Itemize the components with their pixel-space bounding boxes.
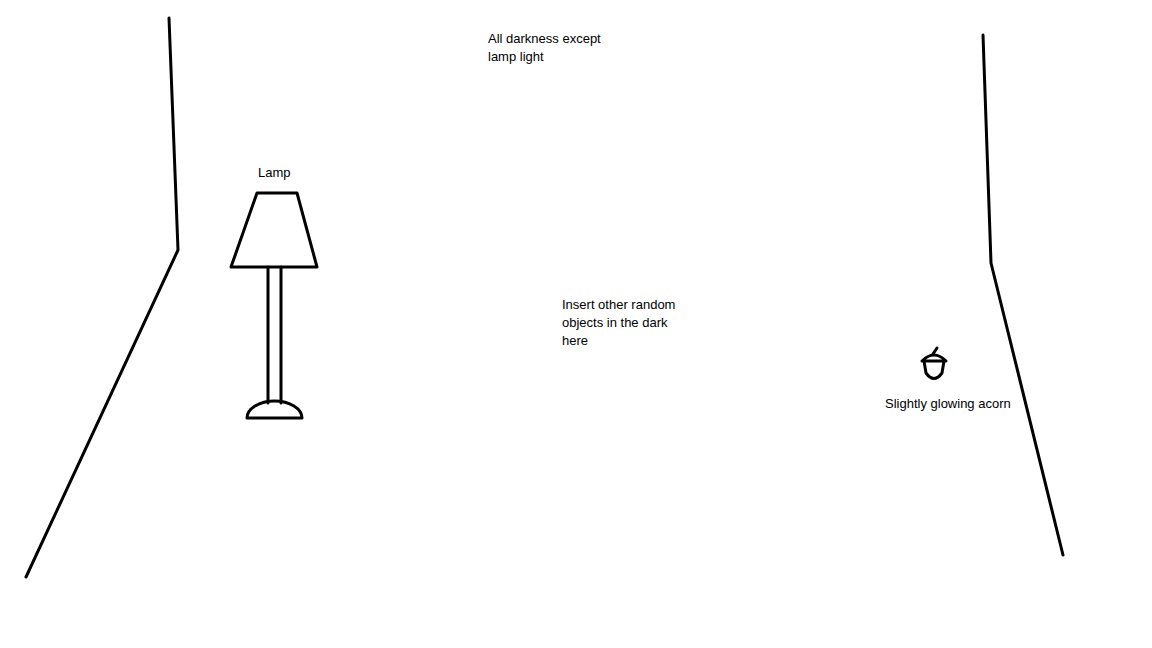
acorn-cap: [922, 355, 946, 361]
left-wall: [26, 18, 178, 577]
lamp-pole: [267, 267, 270, 403]
note-text: All darkness except lamp light: [487, 30, 621, 66]
lamp-shade: [231, 193, 317, 267]
part-label: Lamp: [257, 164, 292, 182]
note-text: Insert other random objects in the dark …: [561, 296, 693, 350]
part-label: Slightly glowing acorn: [884, 395, 1012, 413]
lamp-pole: [280, 267, 283, 403]
lamp-base: [247, 401, 302, 418]
right-wall: [983, 35, 1063, 555]
acorn-stem: [933, 348, 937, 354]
acorn-body: [924, 361, 944, 379]
